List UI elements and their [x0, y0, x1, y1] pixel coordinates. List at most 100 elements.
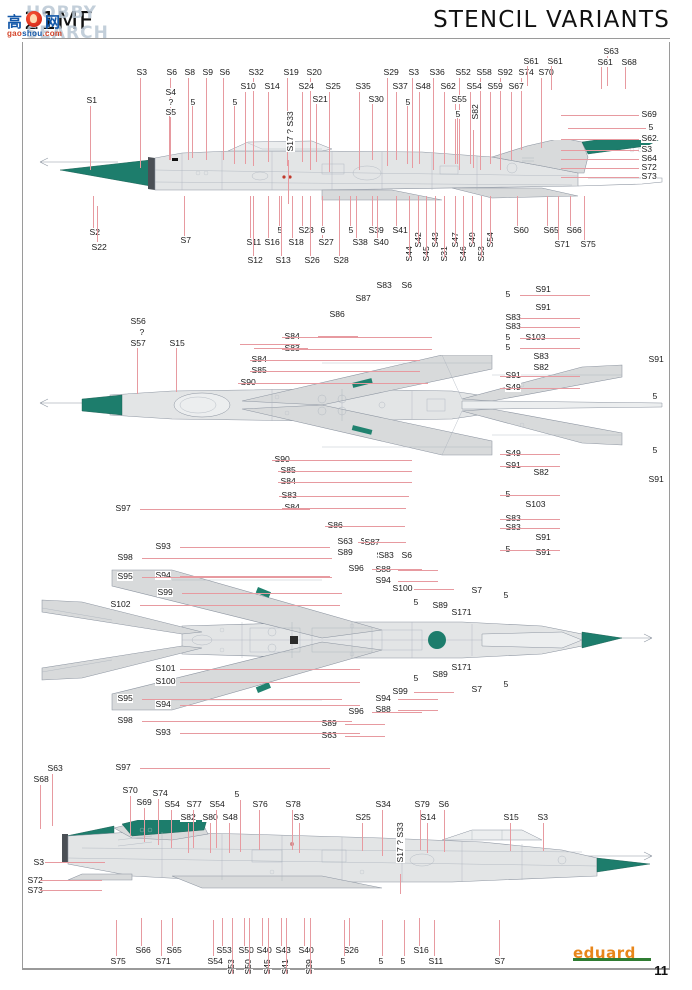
leader-line	[339, 196, 340, 256]
leader-line	[570, 196, 571, 226]
leader-line	[253, 78, 254, 166]
callout-v4-top-18: S79	[414, 799, 431, 809]
callout-v2-14: S91	[535, 284, 552, 294]
callout-v1-bottom-15: S38	[352, 237, 369, 247]
leader-line	[372, 196, 373, 226]
leader-line	[180, 682, 360, 683]
leader-line	[250, 196, 251, 238]
callout-v2-7: S86	[329, 309, 346, 319]
callout-v2-40: S103	[525, 499, 547, 509]
callout-v3-29: S63	[321, 730, 338, 740]
callout-v1-bottom-11: S27	[318, 237, 335, 247]
leader-line	[444, 196, 445, 258]
leader-line	[520, 318, 580, 319]
callout-v1-top-11: S3	[408, 67, 420, 77]
callout-v1-top-41: 5	[455, 109, 461, 119]
callout-v2-11: S85	[251, 365, 268, 375]
leader-line	[268, 918, 269, 974]
callout-v2-8: S84	[284, 331, 301, 341]
leader-line	[292, 810, 293, 850]
leader-line	[359, 92, 360, 170]
leader-line	[192, 106, 193, 158]
callout-v2-21: S83	[533, 351, 550, 361]
callout-v3-10: S83	[378, 550, 395, 560]
callout-v1-bottom-7: S23	[298, 225, 315, 235]
callout-v1-bottom-4: S16	[264, 237, 281, 247]
leader-line	[288, 160, 289, 204]
leader-line	[232, 918, 233, 974]
callout-v2-25: S91	[648, 354, 665, 364]
callout-v1-top-36: S54	[466, 81, 483, 91]
leader-line	[299, 823, 300, 853]
leader-line	[350, 196, 351, 226]
leader-line	[561, 139, 639, 140]
callout-v1-top-5: S32	[248, 67, 265, 77]
leader-line	[310, 78, 311, 170]
callout-v2-29: S84	[280, 476, 297, 486]
leader-line	[161, 920, 162, 956]
callout-v1-top-23: S4	[165, 87, 177, 97]
callout-v2-13: 5	[505, 289, 511, 299]
leader-line	[222, 918, 223, 946]
callout-v2-0: S56	[130, 316, 147, 326]
callout-v1-top-16: S74	[518, 68, 535, 77]
callout-v1-bottom-13: S28	[333, 255, 350, 265]
callout-v1-bottom-17: S40	[373, 237, 390, 247]
callout-v4-top-10: S80	[202, 812, 219, 822]
leader-line	[142, 577, 332, 578]
leader-line	[481, 196, 482, 258]
callout-v4-top-7: S77	[186, 799, 203, 809]
callout-v3-3: S95	[117, 571, 134, 581]
callout-v4-top-5: S74	[152, 788, 169, 798]
callout-v2-28: S85	[280, 465, 297, 475]
callout-v1-right-1: 5	[648, 122, 654, 132]
callout-v1-bottom-9: S13	[275, 255, 292, 265]
leader-line	[304, 918, 305, 946]
leader-line	[398, 699, 438, 700]
callout-v4-top-13: S76	[252, 799, 269, 809]
callout-v3-16: 5	[413, 597, 419, 607]
leader-line	[490, 196, 491, 244]
page-number: 11	[654, 963, 668, 978]
callout-v4-top-21: S15	[503, 812, 520, 822]
leader-line	[547, 196, 548, 226]
callout-v1-rot-0: S17 ? S33	[285, 110, 295, 152]
leader-line	[281, 918, 282, 946]
leader-line	[500, 78, 501, 170]
leader-line	[184, 196, 185, 236]
callout-v1-top-18: S61	[523, 56, 540, 66]
leader-line	[171, 810, 172, 848]
callout-v3-36: S171	[451, 662, 473, 672]
callout-v3-37: S7	[471, 684, 483, 694]
leader-line	[607, 56, 608, 86]
callout-v1-top-14: S58	[476, 67, 493, 77]
leader-line	[521, 78, 522, 150]
callout-v2-2: S57	[130, 338, 147, 348]
leader-line	[282, 337, 432, 338]
callout-v2-19: 5	[505, 332, 511, 342]
callout-v1-top-35: S62	[440, 81, 457, 91]
callout-v2-47: 5	[652, 445, 658, 455]
callout-v4-top-4: S69	[136, 797, 153, 807]
leader-line	[140, 78, 141, 168]
callout-v4-top-12: 5	[234, 789, 240, 799]
callout-v3-0: S97	[115, 503, 132, 513]
callout-v3-14: S94	[375, 575, 392, 585]
leader-line	[282, 508, 406, 509]
leader-line	[511, 92, 512, 160]
callout-v1-bottom-16: S39	[368, 226, 385, 235]
leader-line	[473, 130, 474, 168]
leader-line	[52, 774, 53, 826]
callout-v1-top-30: S24	[298, 81, 315, 91]
leader-line	[470, 92, 471, 164]
callout-v1-top-9: S35	[355, 81, 372, 91]
callout-v3-28: S89	[321, 718, 338, 728]
leader-line	[444, 92, 445, 164]
aircraft-top-plan-view	[39, 355, 663, 456]
callout-v4-top-6: S54	[164, 799, 181, 809]
leader-line	[250, 371, 420, 372]
leader-line	[180, 576, 330, 577]
callout-v1-top-6: S19	[283, 67, 300, 77]
callout-v4-top-9: S82	[180, 812, 197, 822]
callout-v4-top-16: S25	[355, 812, 372, 822]
